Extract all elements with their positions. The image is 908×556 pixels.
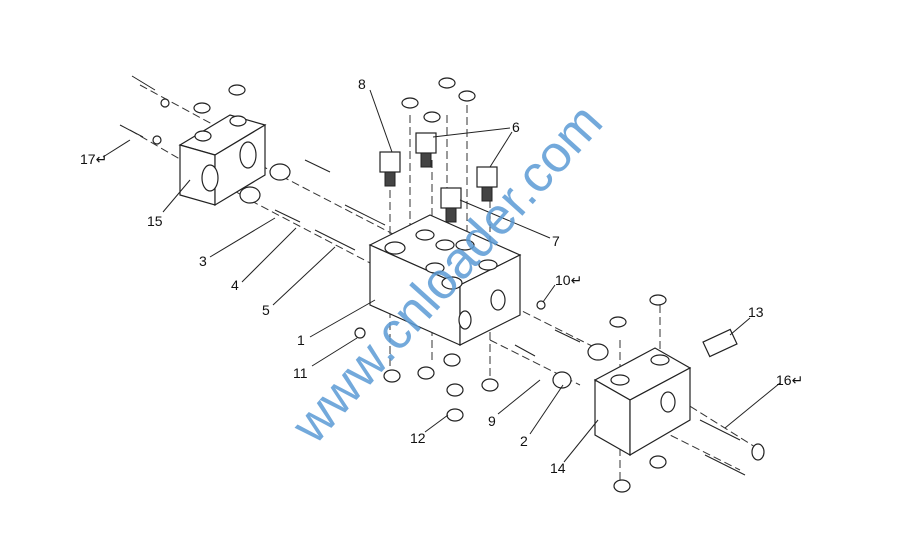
label-1: 1 (297, 332, 305, 348)
label-6: 6 (512, 119, 520, 135)
label-2: 2 (520, 433, 528, 449)
label-9: 9 (488, 413, 496, 429)
label-15: 15 (147, 213, 163, 229)
label-8: 8 (358, 76, 366, 92)
springs-spools (239, 159, 738, 389)
label-5: 5 (262, 302, 270, 318)
main-valve-body (368, 214, 522, 346)
part-labels: 1 2 3 4 5 6 7 8 9 10↵ 11 12 13 14 15 16↵… (80, 76, 803, 476)
label-13: 13 (748, 304, 764, 320)
end-block-right (593, 347, 765, 476)
label-17: 17↵ (80, 151, 107, 167)
label-11: 11 (293, 365, 308, 381)
end-block-left (178, 114, 267, 207)
label-7: 7 (552, 233, 560, 249)
label-16: 16↵ (776, 372, 803, 388)
label-10: 10↵ (555, 272, 582, 288)
label-3: 3 (199, 253, 207, 269)
label-4: 4 (231, 277, 239, 293)
bolts-17 (119, 75, 170, 145)
leader-lines (102, 89, 781, 463)
label-14: 14 (550, 460, 566, 476)
label-12: 12 (410, 430, 426, 446)
plugs (193, 77, 667, 493)
cartridge-valves (379, 132, 498, 223)
